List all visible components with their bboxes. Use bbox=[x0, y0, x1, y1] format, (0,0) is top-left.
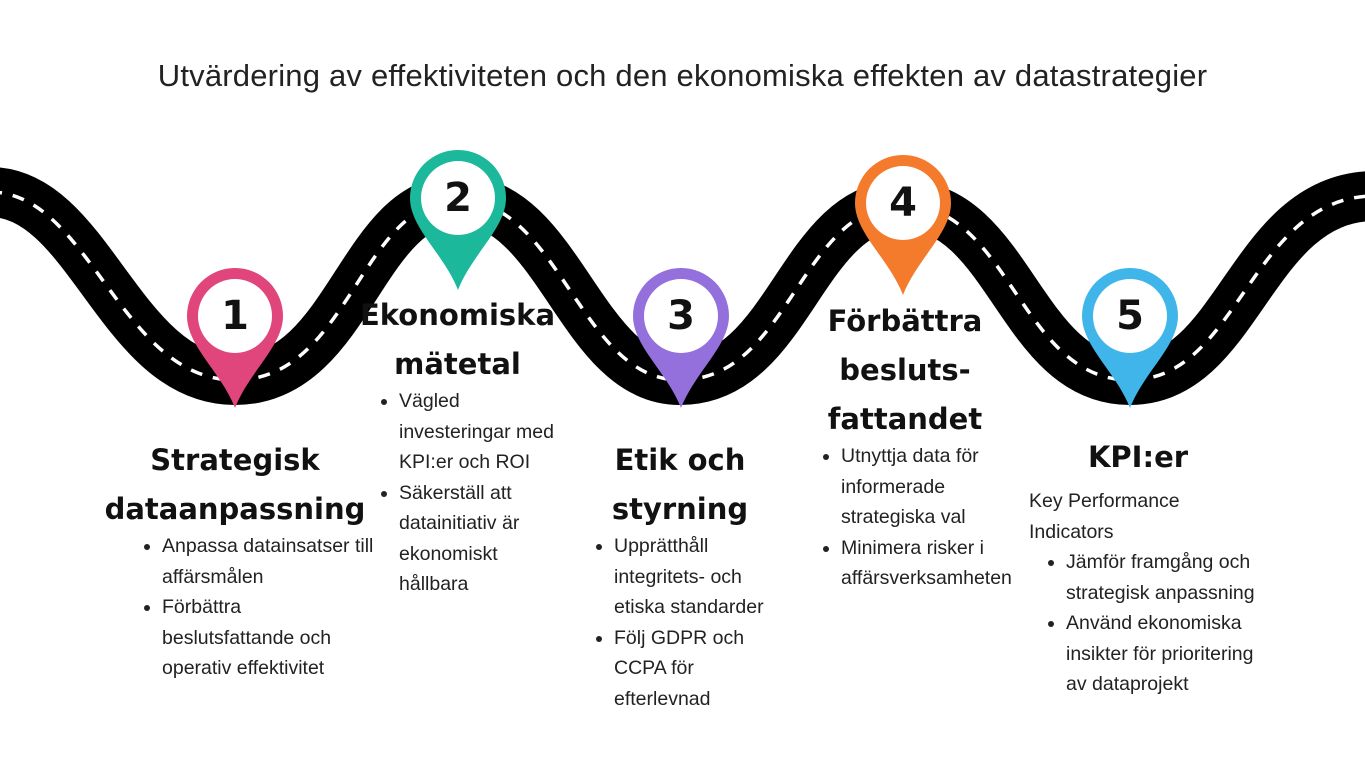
step-1-title-line-2: dataanpassning bbox=[104, 492, 366, 526]
map-pin-icon bbox=[187, 268, 283, 408]
step-1-bullet-2: Förbättra beslutsfattande och operativ e… bbox=[162, 592, 377, 684]
step-4-bullet-2: Minimera risker i affärsverksamheten bbox=[841, 533, 1041, 594]
step-3-title: Etik och styrning bbox=[580, 436, 780, 534]
step-1-number: 1 bbox=[221, 293, 249, 339]
map-pin-icon bbox=[410, 150, 506, 290]
step-4-title-line-2: besluts- bbox=[839, 353, 971, 387]
step-2-title: Ekonomiska mätetal bbox=[345, 291, 570, 389]
step-4-title-line-3: fattandet bbox=[827, 402, 983, 436]
step-4-bullets: Utnyttja data för informerade strategisk… bbox=[823, 441, 1041, 594]
step-1-title: Strategisk dataanpassning bbox=[85, 436, 385, 534]
step-1-title-line-1: Strategisk bbox=[150, 443, 320, 477]
step-4-title: Förbättra besluts- fattandet bbox=[805, 297, 1005, 444]
step-3-bullets: Upprätthåll integritets- och etiska stan… bbox=[596, 531, 794, 714]
step-2-number: 2 bbox=[444, 175, 472, 221]
step-2-bullet-2: Säkerställ att datainitiativ är ekonomis… bbox=[399, 478, 569, 600]
step-5-bullets: Jämför framgång och strategisk anpassnin… bbox=[1048, 547, 1276, 700]
step-5-bullet-2: Använd ekonomiska insikter för prioriter… bbox=[1066, 608, 1276, 700]
step-3-bullet-1: Upprätthåll integritets- och etiska stan… bbox=[614, 531, 794, 623]
map-pin-icon bbox=[1082, 268, 1178, 408]
step-5-bullet-1: Jämför framgång och strategisk anpassnin… bbox=[1066, 547, 1276, 608]
step-3-number: 3 bbox=[667, 293, 695, 339]
page-title: Utvärdering av effektiviteten och den ek… bbox=[157, 58, 1208, 93]
step-4-bullet-1: Utnyttja data för informerade strategisk… bbox=[841, 441, 1041, 533]
step-3-bullet-2: Följ GDPR och CCPA för efterlevnad bbox=[614, 623, 794, 715]
step-2-title-line-1: Ekonomiska bbox=[359, 298, 556, 332]
step-1-pin: 1 bbox=[187, 268, 283, 408]
map-pin-icon bbox=[855, 155, 951, 295]
step-3-pin: 3 bbox=[633, 268, 729, 408]
step-2-bullet-1: Vägled investeringar med KPI:er och ROI bbox=[399, 386, 569, 478]
step-5-pin: 5 bbox=[1082, 268, 1178, 408]
step-2-bullets: Vägled investeringar med KPI:er och ROI … bbox=[381, 386, 569, 600]
step-2-pin: 2 bbox=[410, 150, 506, 290]
step-5-title-line-1: KPI:er bbox=[1087, 440, 1189, 474]
step-5-description: Key Performance Indicators bbox=[1029, 490, 1180, 543]
step-4-title-line-1: Förbättra bbox=[827, 304, 983, 338]
step-4-pin: 4 bbox=[855, 155, 951, 295]
step-3-title-line-1: Etik och bbox=[614, 443, 746, 477]
step-2-title-line-2: mätetal bbox=[394, 347, 521, 381]
step-5-number: 5 bbox=[1116, 293, 1144, 339]
step-3-title-line-2: styrning bbox=[611, 492, 749, 526]
step-1-bullets: Anpassa datainsatser till affärsmålen Fö… bbox=[144, 531, 377, 684]
step-4-number: 4 bbox=[889, 180, 917, 226]
step-5-title: KPI:er bbox=[1038, 433, 1238, 482]
map-pin-icon bbox=[633, 268, 729, 408]
step-1-bullet-1: Anpassa datainsatser till affärsmålen bbox=[162, 531, 377, 592]
